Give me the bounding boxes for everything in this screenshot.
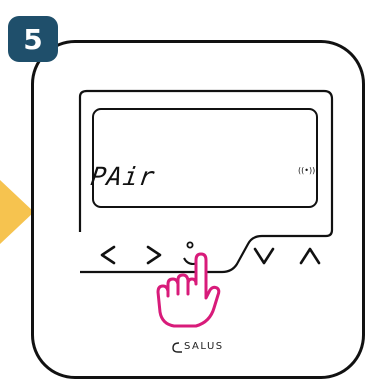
lcd-text: PAir <box>89 162 157 191</box>
step-badge: 5 <box>8 16 58 62</box>
chevron-down-icon <box>252 245 276 267</box>
lcd-screen <box>92 108 318 208</box>
up-button[interactable] <box>298 245 322 267</box>
orange-arrow-icon <box>0 180 34 244</box>
down-button[interactable] <box>252 245 276 267</box>
pointing-hand-icon <box>140 250 230 330</box>
signal-icon: ((•)) <box>298 166 315 175</box>
chevron-up-icon <box>298 245 322 267</box>
brand-name: SALUS <box>184 341 224 352</box>
left-button[interactable] <box>96 243 120 267</box>
chevron-left-icon <box>96 243 120 267</box>
